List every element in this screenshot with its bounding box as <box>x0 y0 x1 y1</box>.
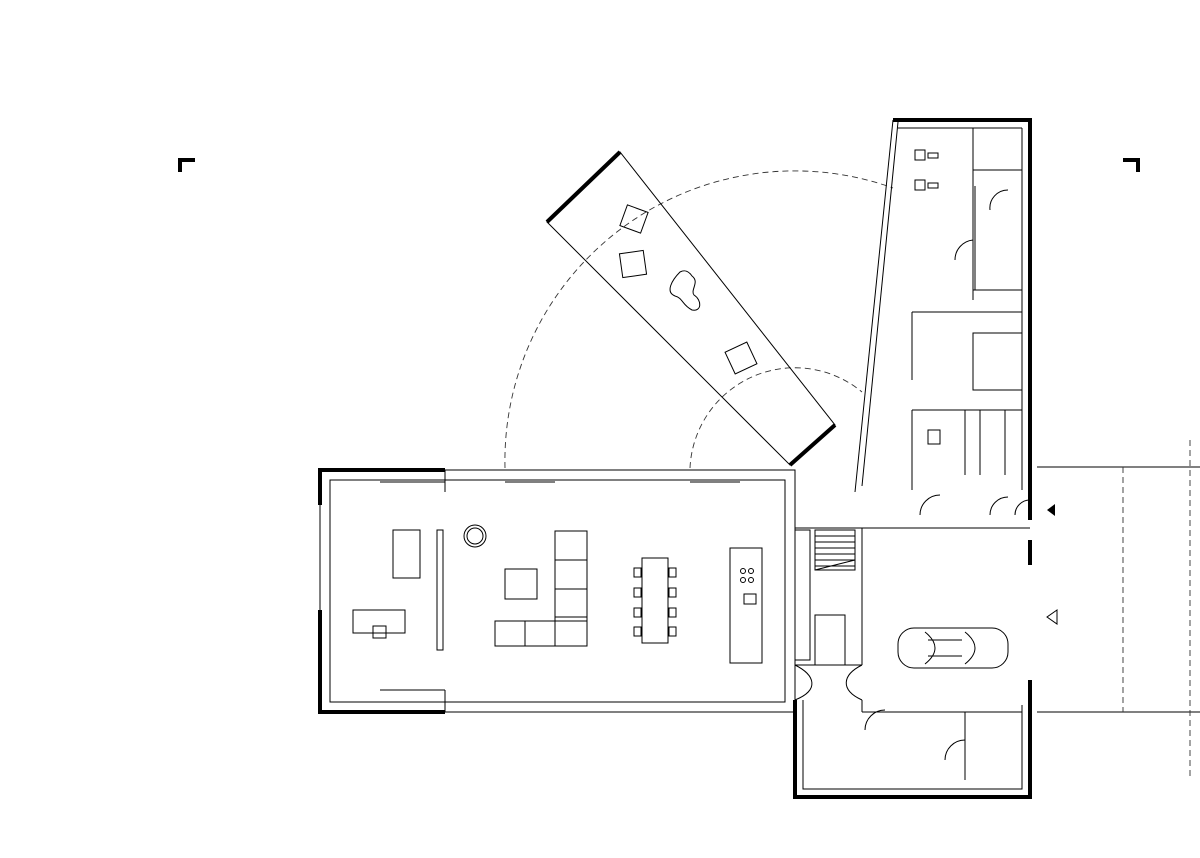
garage-wing <box>793 527 1032 799</box>
living-wing <box>318 468 796 714</box>
kitchen-island <box>729 547 763 664</box>
sideboard <box>392 529 421 579</box>
bed <box>972 332 1023 391</box>
car <box>897 627 1009 669</box>
large-pivot-arc <box>504 170 894 469</box>
dining-table <box>633 557 677 644</box>
crop-mark-top-left <box>178 158 195 172</box>
crop-mark-top-right <box>1123 158 1140 172</box>
partition <box>436 529 444 651</box>
bedroom-wing <box>854 118 1058 625</box>
desk <box>352 609 406 634</box>
rotated-pavilion <box>545 150 837 467</box>
sofa <box>494 530 588 647</box>
storage-unit <box>794 529 811 661</box>
entry-arrow-icon <box>1047 504 1055 516</box>
garage-arrow-icon <box>1046 609 1058 625</box>
carport <box>1037 440 1200 780</box>
small-pivot-arc <box>689 367 863 469</box>
lamp <box>463 524 487 548</box>
coffee-table <box>504 568 538 600</box>
stair <box>814 529 856 666</box>
chair <box>372 625 387 639</box>
